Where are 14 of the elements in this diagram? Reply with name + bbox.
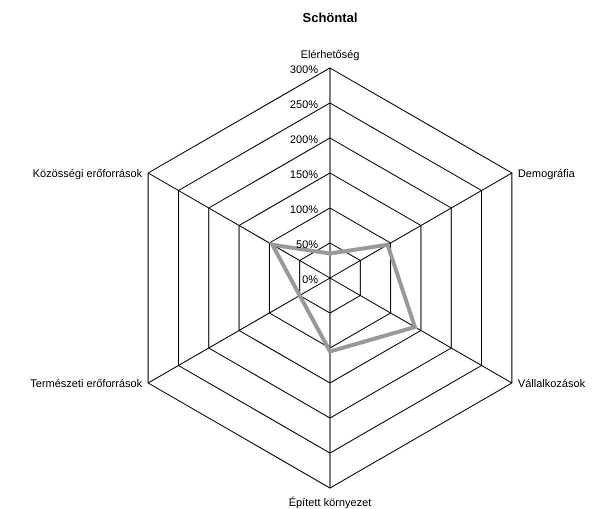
tick-label: 100%: [290, 204, 318, 216]
axis-label: Vállalkozások: [518, 378, 586, 390]
tick-label: 300%: [290, 64, 318, 76]
tick-label: 50%: [296, 239, 318, 251]
tick-label: 0%: [302, 274, 318, 286]
chart-title: Schöntal: [302, 10, 358, 25]
axis-label: Épített környezet: [288, 497, 372, 509]
tick-label: 250%: [290, 99, 318, 111]
tick-label: 200%: [290, 134, 318, 146]
axis-label: Elérhetőség: [300, 49, 360, 61]
axis-label: Demográfia: [518, 168, 575, 180]
tick-label: 150%: [290, 169, 318, 181]
axis-label: Közösségi erőforrások: [32, 168, 142, 180]
axis-label: Természeti erőforrások: [30, 378, 142, 390]
